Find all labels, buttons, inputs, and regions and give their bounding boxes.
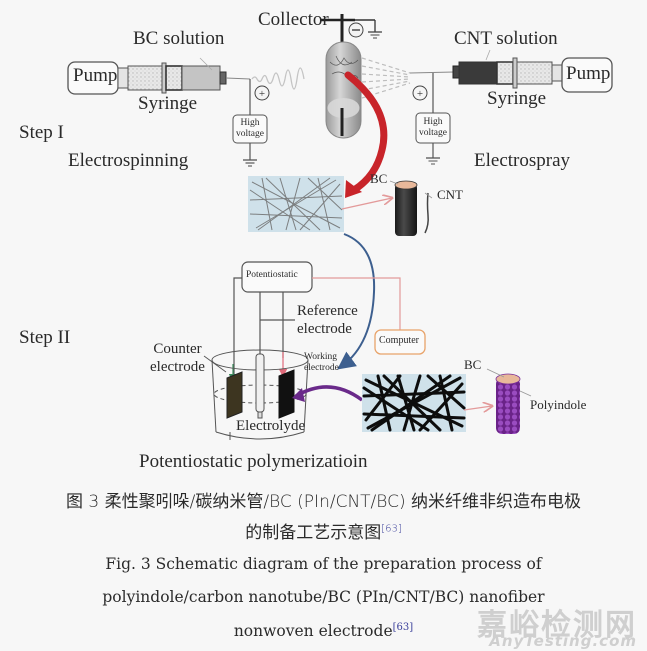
bc-core-label-step2: BC <box>464 357 482 372</box>
potentiostat-label: Potentiostatic <box>246 270 298 280</box>
rotating-collector <box>320 14 411 198</box>
svg-text:+: + <box>259 88 265 100</box>
left-pump-label: Pump <box>73 65 118 86</box>
step-2-label: Step II <box>19 327 71 348</box>
caption-cn-line1: 图 3 柔性聚吲哚/碳纳米管/BC (PIn/CNT/BC) 纳米纤维非织造布电… <box>65 492 582 512</box>
polymerization-label: Potentiostatic polymerizatioin <box>139 451 368 472</box>
step-1-label: Step I <box>19 122 64 143</box>
electrospray-label: Electrospray <box>474 150 571 171</box>
cnt-solution-label: CNT solution <box>454 28 558 49</box>
caption-en-line3: nonwoven electrode[63] <box>233 622 414 641</box>
caption-en-line2: polyindole/carbon nanotube/BC (PIn/CNT/B… <box>102 588 545 606</box>
right-syringe-label: Syringe <box>487 88 547 109</box>
cnt-coated-fiber <box>389 180 433 236</box>
cnt-shell-label: CNT <box>437 187 463 202</box>
electrolyte-label: Electrolyde <box>236 418 306 434</box>
electrospinning-label: Electrospinning <box>68 150 189 171</box>
computer-box <box>374 329 426 355</box>
bc-solution-label: BC solution <box>133 28 225 49</box>
left-syringe-label: Syringe <box>138 93 198 114</box>
right-pump-box <box>561 57 613 93</box>
process-schematic: + <box>19 9 613 472</box>
transfer-arrow-blue <box>337 233 376 370</box>
potentiostat-box <box>241 261 313 293</box>
caption-cn-reference[interactable]: [63] <box>381 523 402 535</box>
caption-en-line1: Fig. 3 Schematic diagram of the preparat… <box>105 555 542 573</box>
bc-core-label: BC <box>370 171 388 186</box>
svg-text:+: + <box>417 88 423 100</box>
right-pump-label: Pump <box>566 63 611 84</box>
polyindole-label: Polyindole <box>530 397 587 412</box>
watermark-cn: 嘉峪检测网 <box>477 608 637 643</box>
left-pump-assembly: + <box>67 57 305 167</box>
collector-label: Collector <box>258 9 329 30</box>
bc-cnt-fiber-mat <box>248 176 392 232</box>
electrochemical-cell <box>203 261 426 440</box>
watermark-en: AnyTesting.com <box>489 632 637 650</box>
right-pump-assembly: + <box>409 49 613 165</box>
schematic-drawing: + <box>67 14 613 440</box>
caption-cn-line2: 的制备工艺示意图[63] <box>245 523 402 543</box>
polyindole-coated-fiber <box>486 368 532 434</box>
caption-en-reference[interactable]: [63] <box>392 622 414 633</box>
computer-label: Computer <box>379 335 419 346</box>
polyindole-fiber-mat <box>362 374 492 432</box>
